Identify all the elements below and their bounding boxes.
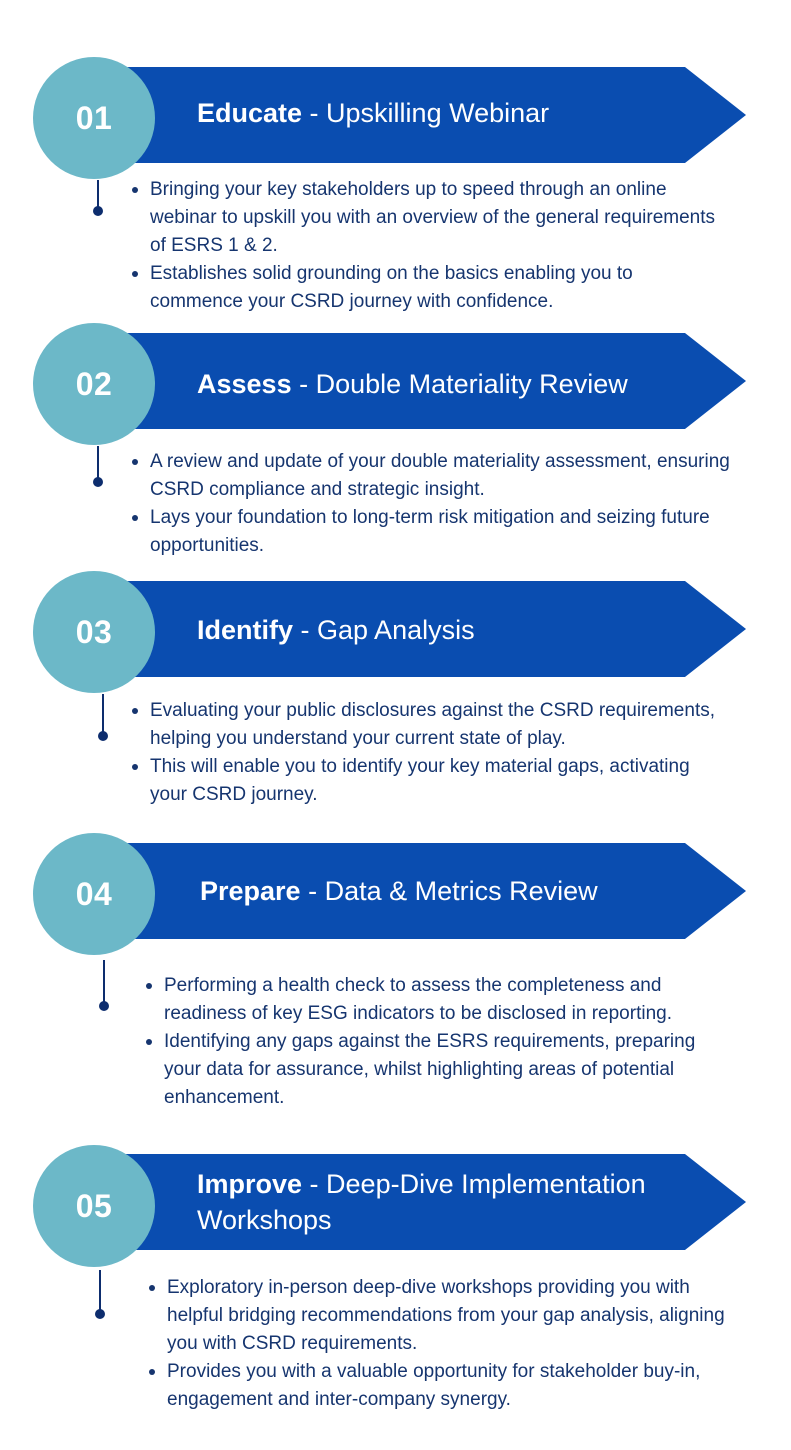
bullet-list: Bringing your key stakeholders up to spe…	[130, 176, 730, 316]
connector-line	[97, 446, 99, 480]
step-title-rest: - Double Materiality Review	[291, 369, 628, 399]
list-item: This will enable you to identify your ke…	[130, 753, 730, 809]
step-number: 05	[75, 1187, 113, 1224]
list-item: Bringing your key stakeholders up to spe…	[130, 176, 730, 260]
step-number: 01	[75, 99, 113, 136]
step-title: Improve - Deep-Dive Implementation Works…	[197, 1166, 717, 1238]
step-banner	[90, 333, 746, 429]
chevron-arrow-shape	[90, 67, 746, 163]
step-banner	[90, 581, 746, 677]
list-item: A review and update of your double mater…	[130, 448, 730, 504]
list-item: Performing a health check to assess the …	[144, 972, 734, 1028]
step-title-bold: Improve	[197, 1169, 303, 1199]
list-item: Evaluating your public disclosures again…	[130, 697, 730, 753]
step-title-bold: Prepare	[200, 876, 301, 906]
chevron-arrow-shape	[90, 333, 746, 429]
list-item: Exploratory in-person deep-dive workshop…	[147, 1274, 727, 1358]
list-item: Establishes solid grounding on the basic…	[130, 260, 730, 316]
step-number: 02	[75, 365, 113, 402]
step-title-bold: Identify	[197, 615, 294, 645]
step-number: 03	[75, 613, 113, 650]
step-number-circle: 05	[33, 1145, 155, 1267]
step-number-circle: 01	[33, 57, 155, 179]
step-number-circle: 02	[33, 323, 155, 445]
chevron-arrow-shape	[90, 581, 746, 677]
connector-dot	[98, 731, 108, 741]
step-title-rest: - Upskilling Webinar	[302, 98, 550, 128]
step-title: Assess - Double Materiality Review	[197, 366, 628, 402]
step-banner	[90, 67, 746, 163]
step-title-rest: - Gap Analysis	[293, 615, 475, 645]
list-item: Lays your foundation to long-term risk m…	[130, 504, 730, 560]
connector-dot	[99, 1001, 109, 1011]
step-number-circle: 04	[33, 833, 155, 955]
step-title-bold: Assess	[197, 369, 292, 399]
step-title-rest: - Deep-Dive Implementation Workshops	[197, 1169, 646, 1235]
bullet-list: Performing a health check to assess the …	[144, 972, 734, 1112]
step-title-bold: Educate	[197, 98, 303, 128]
connector-dot	[95, 1309, 105, 1319]
connector-line	[102, 694, 104, 732]
step-banner	[90, 1154, 746, 1250]
connector-dot	[93, 206, 103, 216]
list-item: Provides you with a valuable opportunity…	[147, 1358, 727, 1414]
bullet-list: A review and update of your double mater…	[130, 448, 730, 560]
connector-line	[103, 960, 105, 1004]
bullet-list: Exploratory in-person deep-dive workshop…	[147, 1274, 727, 1414]
step-title: Educate - Upskilling Webinar	[197, 95, 549, 131]
step-banner	[90, 843, 746, 939]
connector-dot	[93, 477, 103, 487]
list-item: Identifying any gaps against the ESRS re…	[144, 1028, 734, 1112]
step-title: Prepare - Data & Metrics Review	[200, 873, 598, 909]
bullet-list: Evaluating your public disclosures again…	[130, 697, 730, 809]
step-number-circle: 03	[33, 571, 155, 693]
step-title: Identify - Gap Analysis	[197, 612, 475, 648]
step-number: 04	[75, 875, 113, 912]
chevron-arrow-shape	[90, 1154, 746, 1250]
chevron-arrow-shape	[90, 843, 746, 939]
connector-line	[97, 180, 99, 210]
step-title-rest: - Data & Metrics Review	[300, 876, 598, 906]
connector-line	[99, 1270, 101, 1310]
